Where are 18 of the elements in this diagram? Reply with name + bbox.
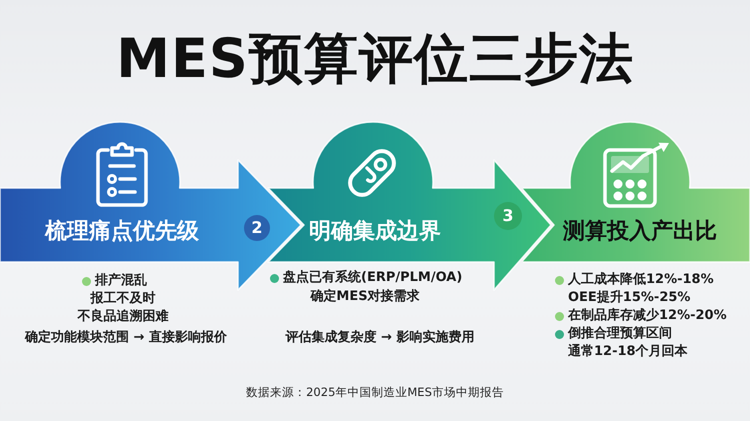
step-detail-text: 不良品追溯困难 — [78, 309, 168, 326]
step-detail-text: 通常12-18个月回本 — [568, 344, 688, 360]
step-detail-text: 在制品库存减少12%-20% — [568, 308, 727, 324]
step-detail-text: 报工不及时 — [90, 291, 156, 308]
step-title: 梳理痛点优先级 — [45, 218, 199, 246]
step-arrow — [523, 120, 750, 263]
source-caption: 数据来源：2025年中国制造业MES市场中期报告 — [246, 385, 504, 400]
step-detail-text: OEE提升15%-25% — [568, 290, 690, 306]
step-detail-text: 确定MES对接需求 — [310, 289, 420, 306]
step-detail-text: 盘点已有系统(ERP/PLM/OA) — [283, 270, 462, 286]
step-detail-text: 人工成本降低12%-18% — [568, 272, 714, 288]
step-detail-text: 排产混乱 — [95, 273, 147, 290]
step-title: 明确集成边界 — [309, 218, 441, 246]
step-detail-text: 评估集成复杂度 → 影响实施费用 — [286, 330, 474, 346]
step-detail-text: 倒推合理预算区间 — [568, 326, 672, 342]
step-title: 测算投入产出比 — [563, 218, 717, 246]
step-detail-text: 确定功能模块范围 → 直接影响报价 — [25, 330, 227, 346]
title: MES预算评位三步法 — [116, 28, 634, 90]
